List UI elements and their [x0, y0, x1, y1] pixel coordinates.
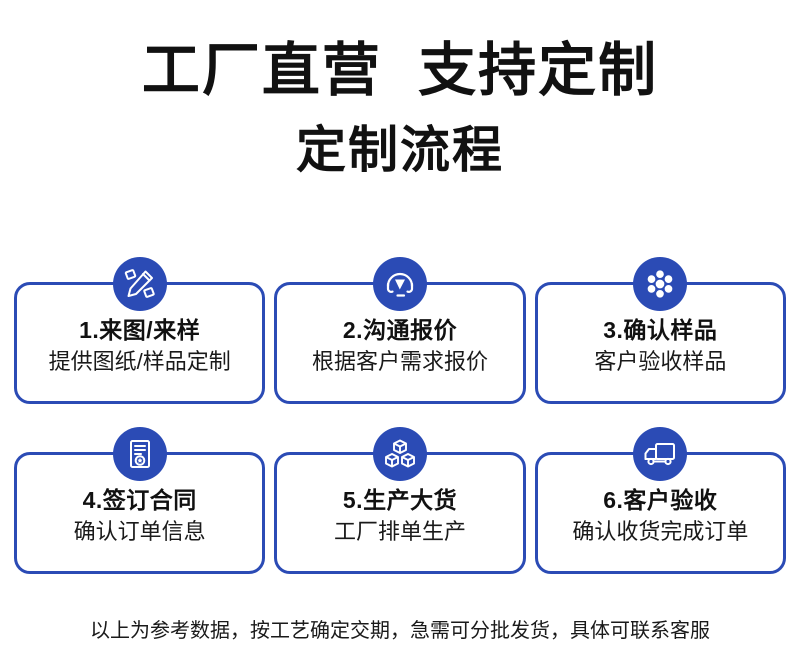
- process-step-card-6: 6.客户验收 确认收货完成订单: [534, 427, 786, 574]
- page-title-sub: 定制流程: [296, 122, 504, 178]
- stacked-boxes-icon: [372, 427, 427, 481]
- process-step-title: 6.客户验收: [603, 487, 718, 514]
- process-step-desc: 提供图纸/样品定制: [48, 348, 231, 374]
- process-step-card-5: 5.生产大货 工厂排单生产: [274, 427, 526, 574]
- page-title-main: 工厂直营 支持定制: [141, 38, 659, 103]
- process-step-title: 4.签订合同: [82, 487, 197, 514]
- process-step-title: 3.确认样品: [603, 317, 718, 344]
- process-step-desc: 工厂排单生产: [333, 518, 466, 544]
- delivery-truck-icon: [633, 427, 688, 481]
- process-step-desc: 客户验收样品: [594, 348, 727, 374]
- process-step-title: 2.沟通报价: [342, 317, 458, 344]
- process-step-desc: 根据客户需求报价: [311, 348, 488, 374]
- headset-support-icon: [372, 257, 427, 311]
- process-step-title: 1.来图/来样: [79, 317, 201, 344]
- process-step-card-3: 3.确认样品 客户验收样品: [534, 257, 786, 404]
- process-step-card-4: 4.签订合同 确认订单信息: [14, 427, 266, 574]
- process-step-desc: 确认订单信息: [73, 518, 206, 544]
- process-step-title: 5.生产大货: [342, 487, 458, 514]
- footer-note: 以上为参考数据，按工艺确定交期，急需可分批发货，具体可联系客服: [90, 620, 710, 642]
- wire-rope-cross-section-icon: [633, 257, 688, 311]
- contract-seal-icon: [112, 427, 167, 481]
- process-step-card-2: 2.沟通报价 根据客户需求报价: [274, 257, 526, 404]
- drafting-pencil-icon: [112, 257, 167, 311]
- process-steps-grid: 1.来图/来样 提供图纸/样品定制 2.沟通报价 根据客户需求报价: [14, 257, 786, 574]
- process-step-card-1: 1.来图/来样 提供图纸/样品定制: [14, 257, 266, 404]
- process-step-desc: 确认收货完成订单: [572, 518, 749, 544]
